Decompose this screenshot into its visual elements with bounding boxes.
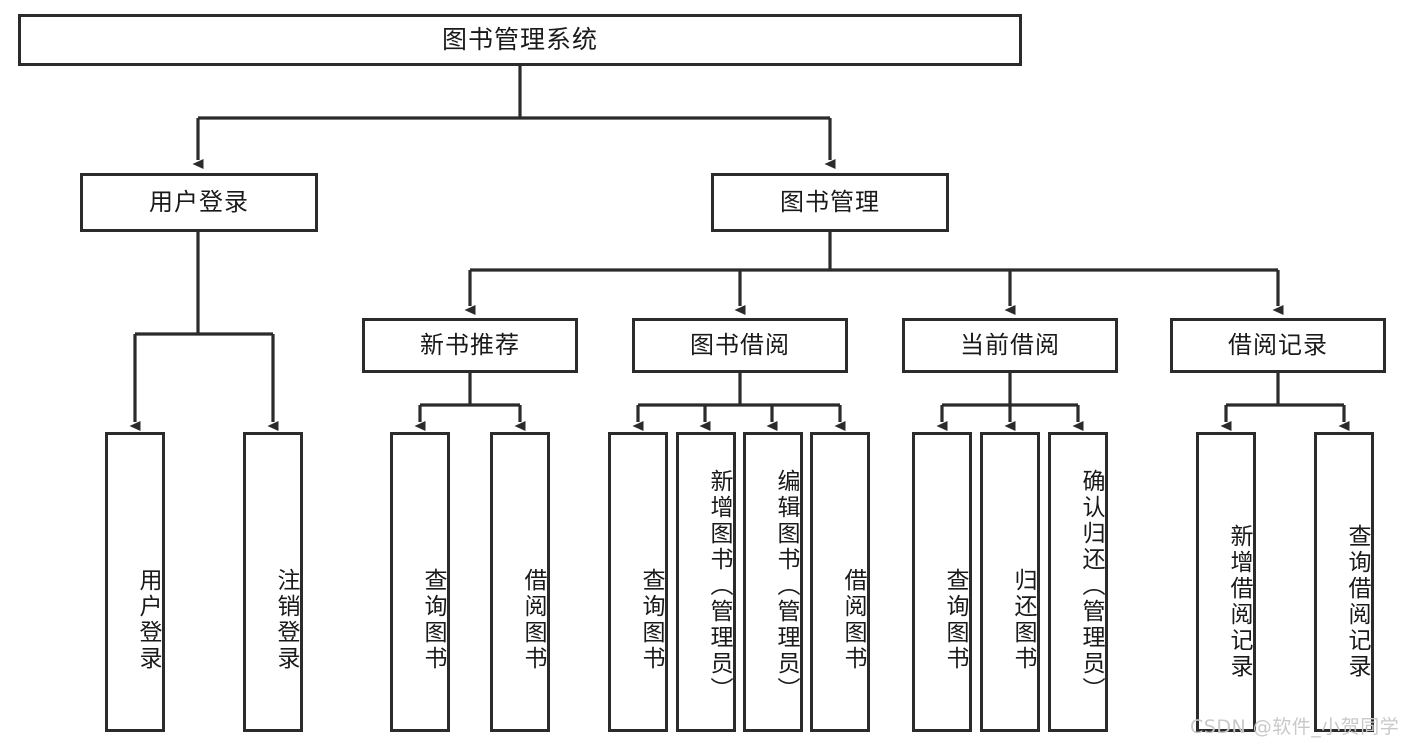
node-root-system[interactable]: 图书管理系统 xyxy=(18,14,1022,66)
node-label: 借阅图书 xyxy=(840,568,866,672)
leaf-return-book[interactable]: 归还图书 xyxy=(980,432,1040,732)
leaf-edit-book[interactable]: 编辑图书（管理员） xyxy=(743,432,803,732)
node-label: 当前借阅 xyxy=(960,331,1060,360)
node-label: 图书管理 xyxy=(780,188,880,217)
node-borrow-record[interactable]: 借阅记录 xyxy=(1170,318,1386,373)
node-label: 图书管理系统 xyxy=(441,25,598,54)
node-label: 新增图书（管理员） xyxy=(706,469,732,703)
leaf-query-book-current[interactable]: 查询图书 xyxy=(912,432,972,732)
node-book-borrow[interactable]: 图书借阅 xyxy=(632,318,848,373)
node-label: 用户登录 xyxy=(135,568,161,672)
leaf-add-borrow-record[interactable]: 新增借阅记录 xyxy=(1196,432,1256,732)
node-label: 借阅图书 xyxy=(520,568,546,672)
node-label: 确认归还（管理员） xyxy=(1078,469,1104,703)
node-label: 查询借阅记录 xyxy=(1344,524,1370,680)
leaf-query-book-borrow[interactable]: 查询图书 xyxy=(608,432,668,732)
csdn-watermark: CSDN @软件_小贺同学 xyxy=(1190,716,1400,738)
leaf-borrow-book-recommend[interactable]: 借阅图书 xyxy=(490,432,550,732)
leaf-query-borrow-record[interactable]: 查询借阅记录 xyxy=(1314,432,1374,732)
node-label: 查询图书 xyxy=(420,568,446,672)
node-label: 归还图书 xyxy=(1010,568,1036,672)
node-label: 用户登录 xyxy=(149,188,249,217)
node-label: 查询图书 xyxy=(942,568,968,672)
node-label: 编辑图书（管理员） xyxy=(773,469,799,703)
leaf-query-book-recommend[interactable]: 查询图书 xyxy=(390,432,450,732)
node-label: 借阅记录 xyxy=(1228,331,1328,360)
node-label: 新增借阅记录 xyxy=(1226,524,1252,680)
node-book-management[interactable]: 图书管理 xyxy=(711,173,949,232)
node-user-login[interactable]: 用户登录 xyxy=(80,173,318,232)
leaf-borrow-book-borrow[interactable]: 借阅图书 xyxy=(810,432,870,732)
node-label: 图书借阅 xyxy=(690,331,790,360)
node-label: 查询图书 xyxy=(638,568,664,672)
node-new-book-recommend[interactable]: 新书推荐 xyxy=(362,318,578,373)
leaf-confirm-return[interactable]: 确认归还（管理员） xyxy=(1048,432,1108,732)
leaf-user-login[interactable]: 用户登录 xyxy=(105,432,165,732)
node-label: 注销登录 xyxy=(273,568,299,672)
leaf-add-book[interactable]: 新增图书（管理员） xyxy=(676,432,736,732)
leaf-logout-login[interactable]: 注销登录 xyxy=(243,432,303,732)
node-current-borrow[interactable]: 当前借阅 xyxy=(902,318,1118,373)
node-label: 新书推荐 xyxy=(420,331,520,360)
